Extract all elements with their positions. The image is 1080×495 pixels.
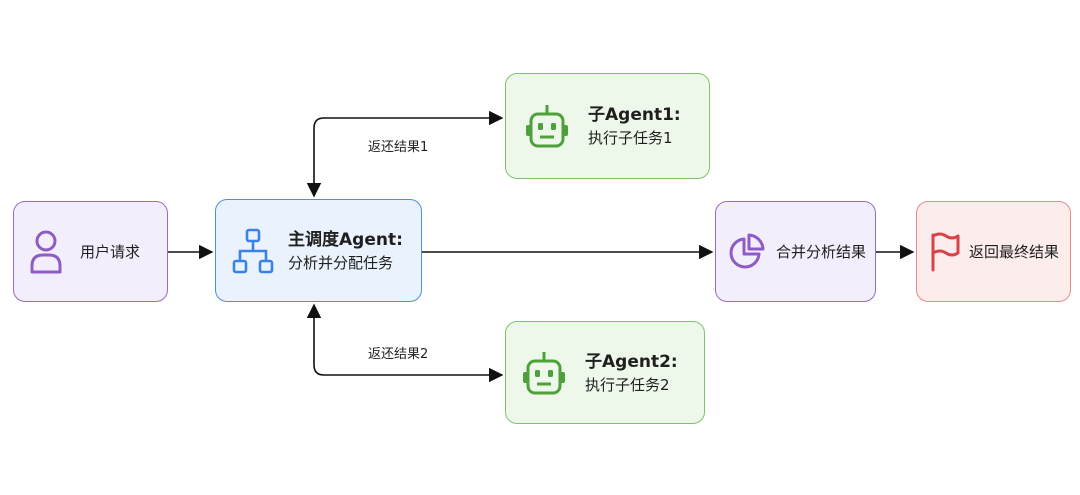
robot-icon: [521, 349, 567, 397]
sub-agent-2-node: 子Agent2: 执行子任务2: [505, 321, 705, 424]
user-request-node: 用户请求: [13, 201, 168, 302]
edge-label-return2: 返还结果2: [368, 347, 429, 362]
user-icon: [28, 228, 64, 276]
final-result-label: 返回最终结果: [969, 242, 1060, 261]
edge-main-sub1: [306, 110, 504, 198]
edge-main-sub2: [306, 303, 504, 383]
main-agent-title: 主调度Agent:: [288, 229, 403, 250]
pie-chart-icon: [726, 232, 766, 272]
merge-results-label: 合并分析结果: [776, 242, 867, 261]
main-agent-node: 主调度Agent: 分析并分配任务: [215, 199, 422, 302]
final-result-node: 返回最终结果: [916, 201, 1071, 302]
user-request-label: 用户请求: [80, 242, 141, 261]
edge-label-return1: 返还结果1: [368, 140, 429, 155]
sub-agent-1-subtitle: 执行子任务1: [588, 129, 673, 147]
robot-icon: [524, 102, 570, 150]
sub-agent-1-node: 子Agent1: 执行子任务1: [505, 73, 710, 179]
sub-agent-2-subtitle: 执行子任务2: [585, 375, 670, 394]
merge-results-node: 合并分析结果: [715, 201, 876, 302]
main-agent-subtitle: 分析并分配任务: [288, 253, 394, 272]
flag-icon: [927, 231, 961, 273]
sub-agent-2-title: 子Agent2:: [585, 351, 678, 372]
hierarchy-icon: [232, 228, 274, 274]
sub-agent-1-title: 子Agent1:: [588, 105, 681, 125]
